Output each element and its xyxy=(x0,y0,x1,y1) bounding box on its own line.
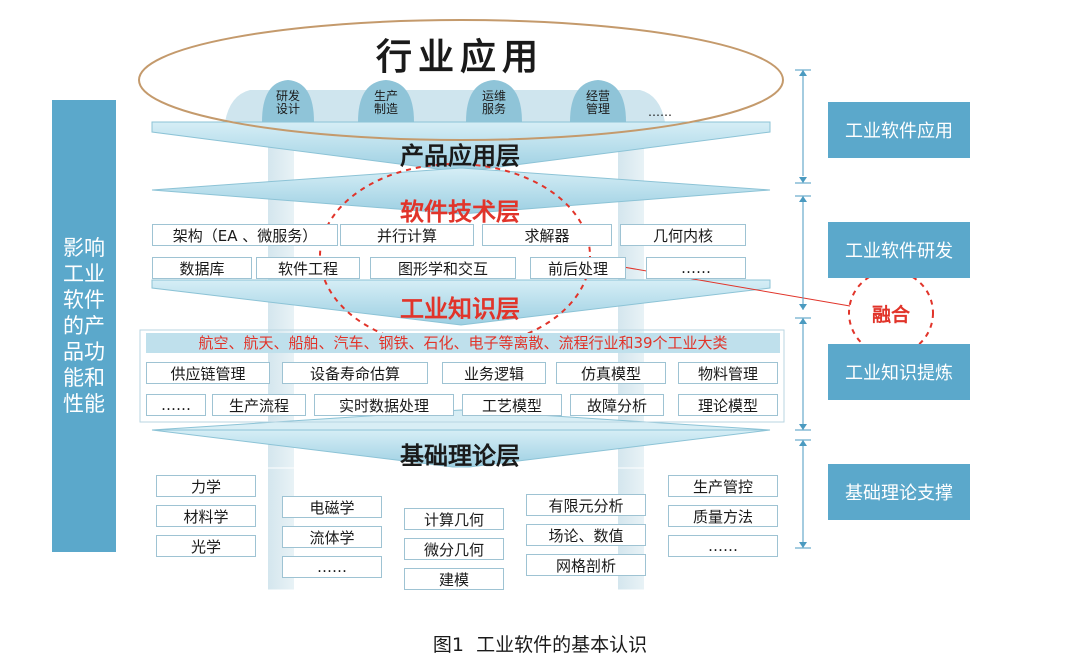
theory-box: 光学 xyxy=(156,535,256,557)
industry-title: 行业应用 xyxy=(375,37,544,78)
fusion-connector xyxy=(599,262,851,307)
knowledge-box: 设备寿命估算 xyxy=(282,362,428,384)
layer-product-title: 产品应用层 xyxy=(400,142,520,170)
knowledge-banner: 航空、航天、船舶、汽车、钢铁、石化、电子等离散、流程行业和39个工业大类 xyxy=(146,333,780,353)
dome-label-management: 经营 管理 xyxy=(585,89,610,116)
layer-knowledge-shape xyxy=(151,279,771,326)
knowledge-box: 工艺模型 xyxy=(462,394,562,416)
software-box: 求解器 xyxy=(482,224,612,246)
theory-box: 有限元分析 xyxy=(526,494,646,516)
knowledge-box: 理论模型 xyxy=(678,394,778,416)
right-box-theory: 基础理论支撑 xyxy=(828,464,970,520)
knowledge-box: 物料管理 xyxy=(678,362,778,384)
right-box-knowledge: 工业知识提炼 xyxy=(828,344,970,400)
theory-frame xyxy=(139,467,785,591)
dome-3 xyxy=(466,80,522,122)
knowledge-box: 供应链管理 xyxy=(146,362,270,384)
fusion-circle xyxy=(848,270,934,356)
software-box: 架构（EA 、微服务） xyxy=(152,224,338,246)
software-box: 并行计算 xyxy=(340,224,474,246)
theory-box: 质量方法 xyxy=(668,505,778,527)
knowledge-box: 故障分析 xyxy=(570,394,664,416)
theory-box: …… xyxy=(282,556,382,578)
software-box: 软件工程 xyxy=(256,257,360,279)
knowledge-box: 业务逻辑 xyxy=(442,362,546,384)
layer-knowledge-title: 工业知识层 xyxy=(400,295,520,323)
dome-2 xyxy=(358,80,414,122)
industry-ellipse xyxy=(138,19,784,141)
theory-box: 场论、数值 xyxy=(526,524,646,546)
theory-box: 生产管控 xyxy=(668,475,778,497)
dome-1 xyxy=(262,80,314,122)
right-box-development: 工业软件研发 xyxy=(828,222,970,278)
software-box: 几何内核 xyxy=(620,224,746,246)
figure-caption: 图1 工业软件的基本认识 xyxy=(432,634,648,656)
theory-box: 建模 xyxy=(404,568,504,590)
fusion-dashed-ellipse xyxy=(319,163,591,349)
layer-product-shape xyxy=(151,121,771,173)
right-box-application: 工业软件应用 xyxy=(828,102,970,158)
software-box: …… xyxy=(646,257,746,279)
software-box: 数据库 xyxy=(152,257,252,279)
left-label-box: 影响 工业 软件 的产 品功 能和 性能 xyxy=(52,100,116,552)
theory-box: 电磁学 xyxy=(282,496,382,518)
software-box: 图形学和交互 xyxy=(370,257,516,279)
theory-box: 计算几何 xyxy=(404,508,504,530)
knowledge-box: 生产流程 xyxy=(212,394,306,416)
theory-box: 力学 xyxy=(156,475,256,497)
fusion-label: 融合 xyxy=(871,304,910,326)
layer-theory-title: 基础理论层 xyxy=(400,442,520,470)
knowledge-box: 实时数据处理 xyxy=(314,394,454,416)
knowledge-box: …… xyxy=(146,394,206,416)
theory-box: 流体学 xyxy=(282,526,382,548)
dome-label-service: 运维 服务 xyxy=(481,89,506,116)
dome-label-rd: 研发 设计 xyxy=(275,89,300,116)
knowledge-box: 仿真模型 xyxy=(556,362,666,384)
knowledge-frame xyxy=(139,329,785,423)
theory-box: …… xyxy=(668,535,778,557)
dome-label-more: …… xyxy=(648,105,672,119)
theory-box: 网格剖析 xyxy=(526,554,646,576)
software-box: 前后处理 xyxy=(530,257,626,279)
theory-box: 材料学 xyxy=(156,505,256,527)
dome-4 xyxy=(570,80,626,122)
layer-software-title: 软件技术层 xyxy=(400,198,520,226)
left-label-text: 影响 工业 软件 的产 品功 能和 性能 xyxy=(63,236,105,416)
theory-box: 微分几何 xyxy=(404,538,504,560)
dome-label-production: 生产 制造 xyxy=(373,89,398,116)
dome-band xyxy=(225,90,665,122)
layer-software-shape xyxy=(151,167,771,215)
